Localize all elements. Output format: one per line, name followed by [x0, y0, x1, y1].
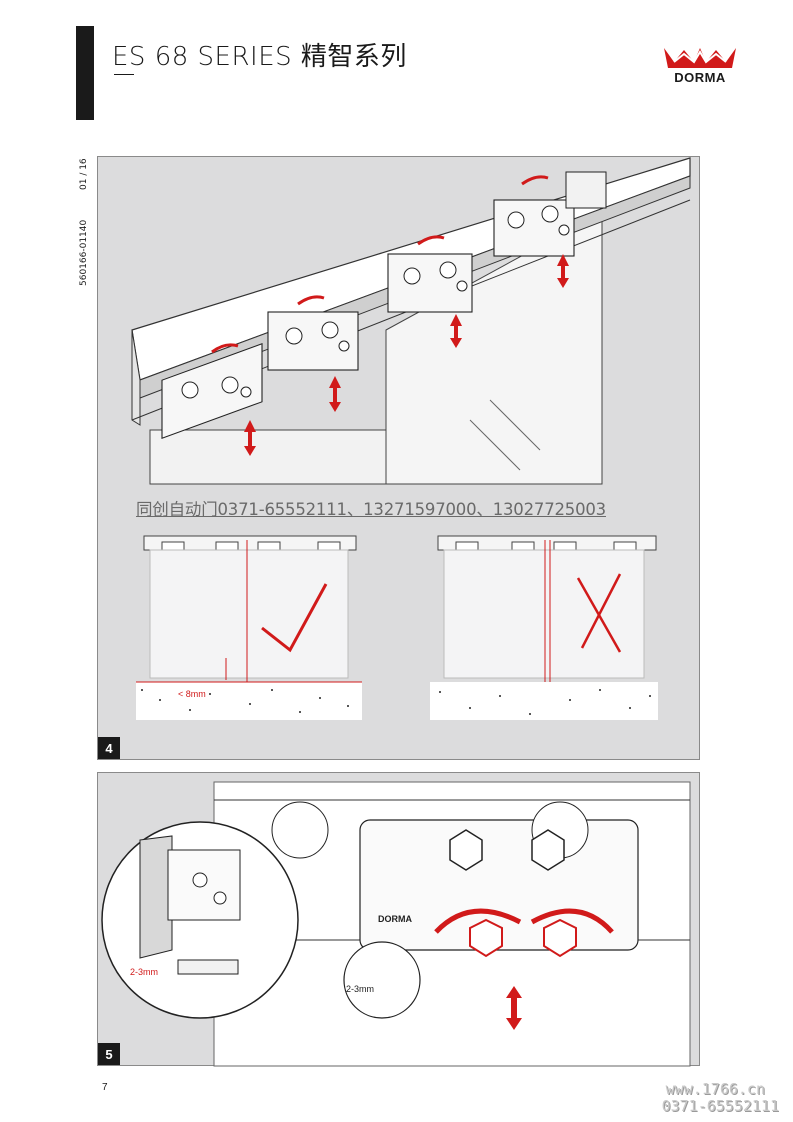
door-left [149, 429, 387, 485]
gap-label-mid: 2-3mm [346, 984, 374, 994]
panel-number: 5 [98, 1043, 120, 1065]
door-incorrect [430, 535, 658, 720]
adjustment-screws [434, 908, 614, 958]
carriage-2 [267, 311, 359, 371]
panel-number: 4 [98, 737, 120, 759]
logo-text: DORMA [674, 70, 726, 85]
rotate-arrows [211, 175, 549, 354]
carriage-1 [161, 343, 263, 439]
adjust-height-arrows [244, 254, 569, 456]
header-bar [76, 26, 94, 120]
contact-info: 同创自动门0371-65552111、13271597000、130277250… [136, 500, 606, 519]
watermark-phone: 0371-65552111 [661, 1097, 779, 1115]
gap-label-lt8: < 8mm [178, 689, 206, 699]
gap-label-detail: 2-3mm [130, 967, 158, 977]
svg-text:DORMA: DORMA [378, 914, 412, 924]
carriage-4 [493, 171, 607, 257]
vertical-adjust-arrow [506, 986, 522, 1030]
dorma-logo: DORMA [660, 44, 740, 90]
page-number: 7 [102, 1082, 108, 1093]
title-underline [114, 74, 134, 75]
carriage-3 [387, 253, 473, 313]
dorma-crown-icon [664, 48, 736, 68]
floor-texture [141, 689, 651, 715]
door-correct: < 8mm [136, 535, 362, 720]
watermark-url: www.1766.cn [665, 1080, 765, 1098]
page-title: ES 68 SERIES 精智系列 [112, 42, 407, 72]
